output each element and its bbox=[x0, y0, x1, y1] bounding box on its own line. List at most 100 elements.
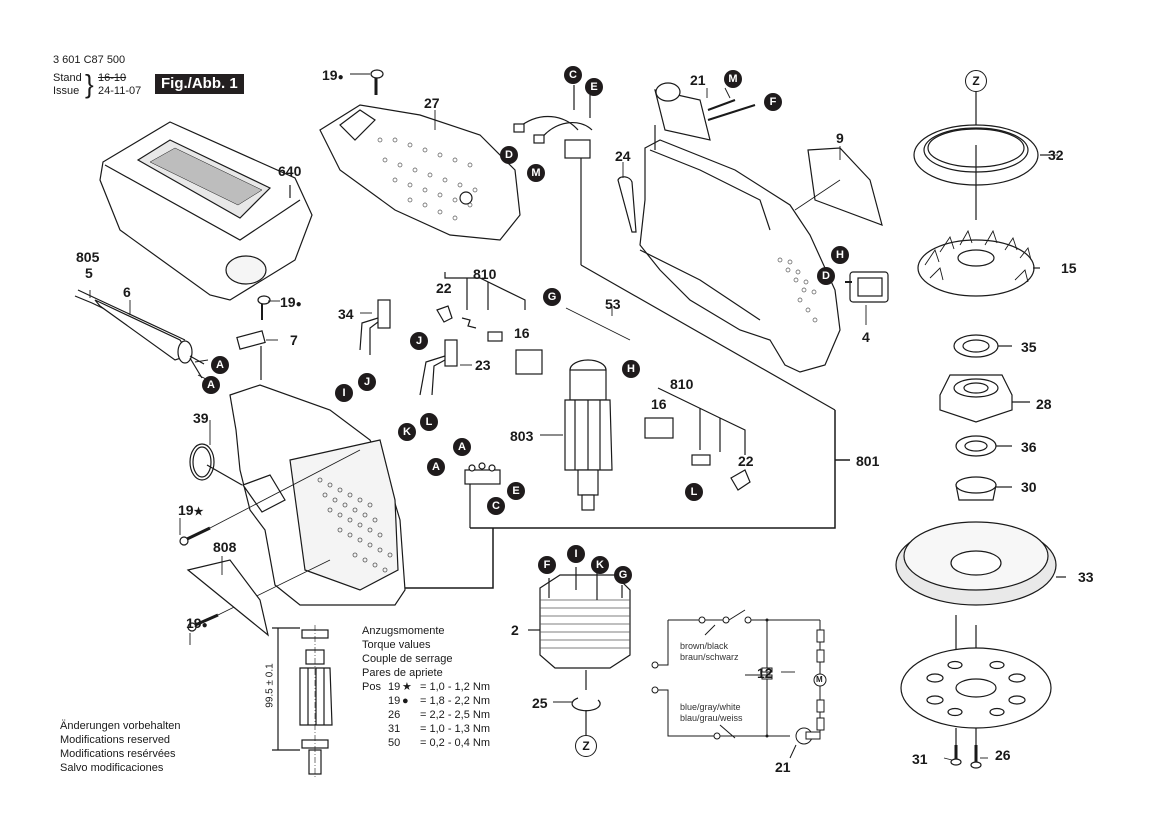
label-808: 808 bbox=[213, 539, 237, 555]
top-cover-drawing bbox=[319, 69, 521, 241]
brush-set-right-drawing bbox=[644, 387, 751, 491]
torque-title-en: Torque values bbox=[362, 639, 431, 651]
wire-label-brown-black-en: brown/black bbox=[680, 641, 729, 651]
label-21-a: 21 bbox=[690, 72, 706, 88]
electronics-module-drawing bbox=[654, 82, 756, 150]
label-32: 32 bbox=[1048, 147, 1064, 163]
screw-19-dot-drawing bbox=[192, 613, 219, 628]
label-53: 53 bbox=[605, 296, 621, 312]
torque-table: Anzugsmomente Torque values Couple de se… bbox=[362, 624, 490, 750]
label-640: 640 bbox=[278, 163, 302, 179]
torque-title-es: Pares de apriete bbox=[362, 667, 443, 679]
label-19-dot-b: 19● bbox=[322, 67, 344, 83]
torque-row: Pos 19 ★ = 1,0 - 1,2 Nm bbox=[362, 681, 491, 693]
label-23: 23 bbox=[475, 357, 491, 373]
connector-badge-e: E bbox=[585, 78, 603, 96]
connector-badge-c: C bbox=[487, 497, 505, 515]
dot-marker-icon: ● bbox=[337, 72, 344, 83]
label-9: 9 bbox=[836, 130, 844, 146]
label-16-b: 16 bbox=[651, 396, 667, 412]
connector-badge-a: A bbox=[202, 376, 220, 394]
label-16-a: 16 bbox=[514, 325, 530, 341]
label-35: 35 bbox=[1021, 339, 1037, 355]
connector-badge-a: A bbox=[211, 356, 229, 374]
connector-badge-l: L bbox=[420, 413, 438, 431]
dust-box-drawing bbox=[99, 121, 313, 301]
old-date: 16-10 bbox=[98, 72, 127, 84]
label-39: 39 bbox=[193, 410, 209, 426]
label-30: 30 bbox=[1021, 479, 1037, 495]
connector-badge-h: H bbox=[831, 246, 849, 264]
motor-symbol-icon: M bbox=[816, 675, 823, 684]
label-810-b: 810 bbox=[670, 376, 694, 392]
label-4: 4 bbox=[862, 329, 870, 345]
connector-badge-h: H bbox=[622, 360, 640, 378]
wire-label-brown-black-de: braun/schwarz bbox=[680, 652, 739, 662]
star-marker-icon: ★ bbox=[402, 681, 412, 693]
label-21-b: 21 bbox=[775, 759, 791, 775]
cable-drawing bbox=[74, 289, 205, 379]
brush-set-left-drawing bbox=[359, 272, 543, 396]
connector-badge-f: F bbox=[764, 93, 782, 111]
label-803: 803 bbox=[510, 428, 534, 444]
label-26: 26 bbox=[995, 747, 1011, 763]
connector-badge-l: L bbox=[685, 483, 703, 501]
armature-drawing bbox=[564, 359, 613, 511]
label-33: 33 bbox=[1078, 569, 1094, 585]
torque-row: 19 ● = 1,8 - 2,2 Nm bbox=[388, 695, 491, 707]
torque-row: 50 = 0,2 - 0,4 Nm bbox=[388, 737, 491, 749]
label-2: 2 bbox=[511, 622, 519, 638]
connector-badge-g: G bbox=[614, 566, 632, 584]
leader-lines bbox=[89, 73, 1058, 761]
label-810-a: 810 bbox=[473, 266, 497, 282]
label-5: 5 bbox=[85, 265, 93, 281]
footer-disclaimer: Änderungen vorbehalten Modifications res… bbox=[60, 720, 181, 774]
clamp-drawing bbox=[236, 295, 271, 380]
pad-808-drawing bbox=[186, 559, 269, 637]
connector-badge-a: A bbox=[453, 438, 471, 456]
connector-badge-a: A bbox=[427, 458, 445, 476]
brace-icon: } bbox=[85, 69, 94, 99]
dot-marker-icon: ● bbox=[201, 620, 208, 631]
issue-date: 24-11-07 bbox=[98, 85, 142, 97]
reference-badge-z: Z bbox=[575, 735, 597, 757]
switch-drawing bbox=[845, 271, 889, 303]
label-801: 801 bbox=[856, 453, 880, 469]
connector-badge-j: J bbox=[410, 332, 428, 350]
connector-badge-f: F bbox=[538, 556, 556, 574]
o-ring-drawing bbox=[189, 443, 215, 481]
stator-drawing bbox=[528, 567, 631, 735]
pad-9-drawing bbox=[807, 147, 883, 226]
label-15: 15 bbox=[1061, 260, 1077, 276]
label-22-a: 22 bbox=[436, 280, 452, 296]
connector-badge-e: E bbox=[507, 482, 525, 500]
wire-label-blue-gray-white-de: blau/grau/weiss bbox=[680, 713, 743, 723]
reference-badge-z: Z bbox=[965, 70, 987, 92]
connector-badge-k: K bbox=[591, 556, 609, 574]
connector-badge-m: M bbox=[724, 70, 742, 88]
label-805: 805 bbox=[76, 249, 100, 265]
torque-title-de: Anzugsmomente bbox=[362, 625, 445, 637]
right-stack-drawing bbox=[895, 92, 1066, 769]
label-28: 28 bbox=[1036, 396, 1052, 412]
issue-label: Issue bbox=[53, 85, 80, 97]
housing-drawing bbox=[229, 384, 406, 606]
figure-label: Fig./Abb. 1 bbox=[155, 74, 244, 94]
connector-badge-d: D bbox=[817, 267, 835, 285]
capacitor-drawing bbox=[513, 85, 836, 411]
torque-row: 31 = 1,0 - 1,3 Nm bbox=[388, 723, 491, 735]
connector-badge-j: J bbox=[358, 373, 376, 391]
label-27: 27 bbox=[424, 95, 440, 111]
torque-prefix: Pos bbox=[362, 681, 381, 693]
connector-badge-d: D bbox=[500, 146, 518, 164]
assembly-bracket-lines bbox=[405, 410, 850, 589]
label-7: 7 bbox=[290, 332, 298, 348]
label-25: 25 bbox=[532, 695, 548, 711]
torque-row: 26 = 2,2 - 2,5 Nm bbox=[388, 709, 491, 721]
armature-dimension-drawing bbox=[272, 625, 333, 778]
connector-badge-c: C bbox=[564, 66, 582, 84]
connector-badge-g: G bbox=[543, 288, 561, 306]
stand-label: Stand bbox=[53, 72, 82, 84]
connector-badge-i: I bbox=[567, 545, 585, 563]
